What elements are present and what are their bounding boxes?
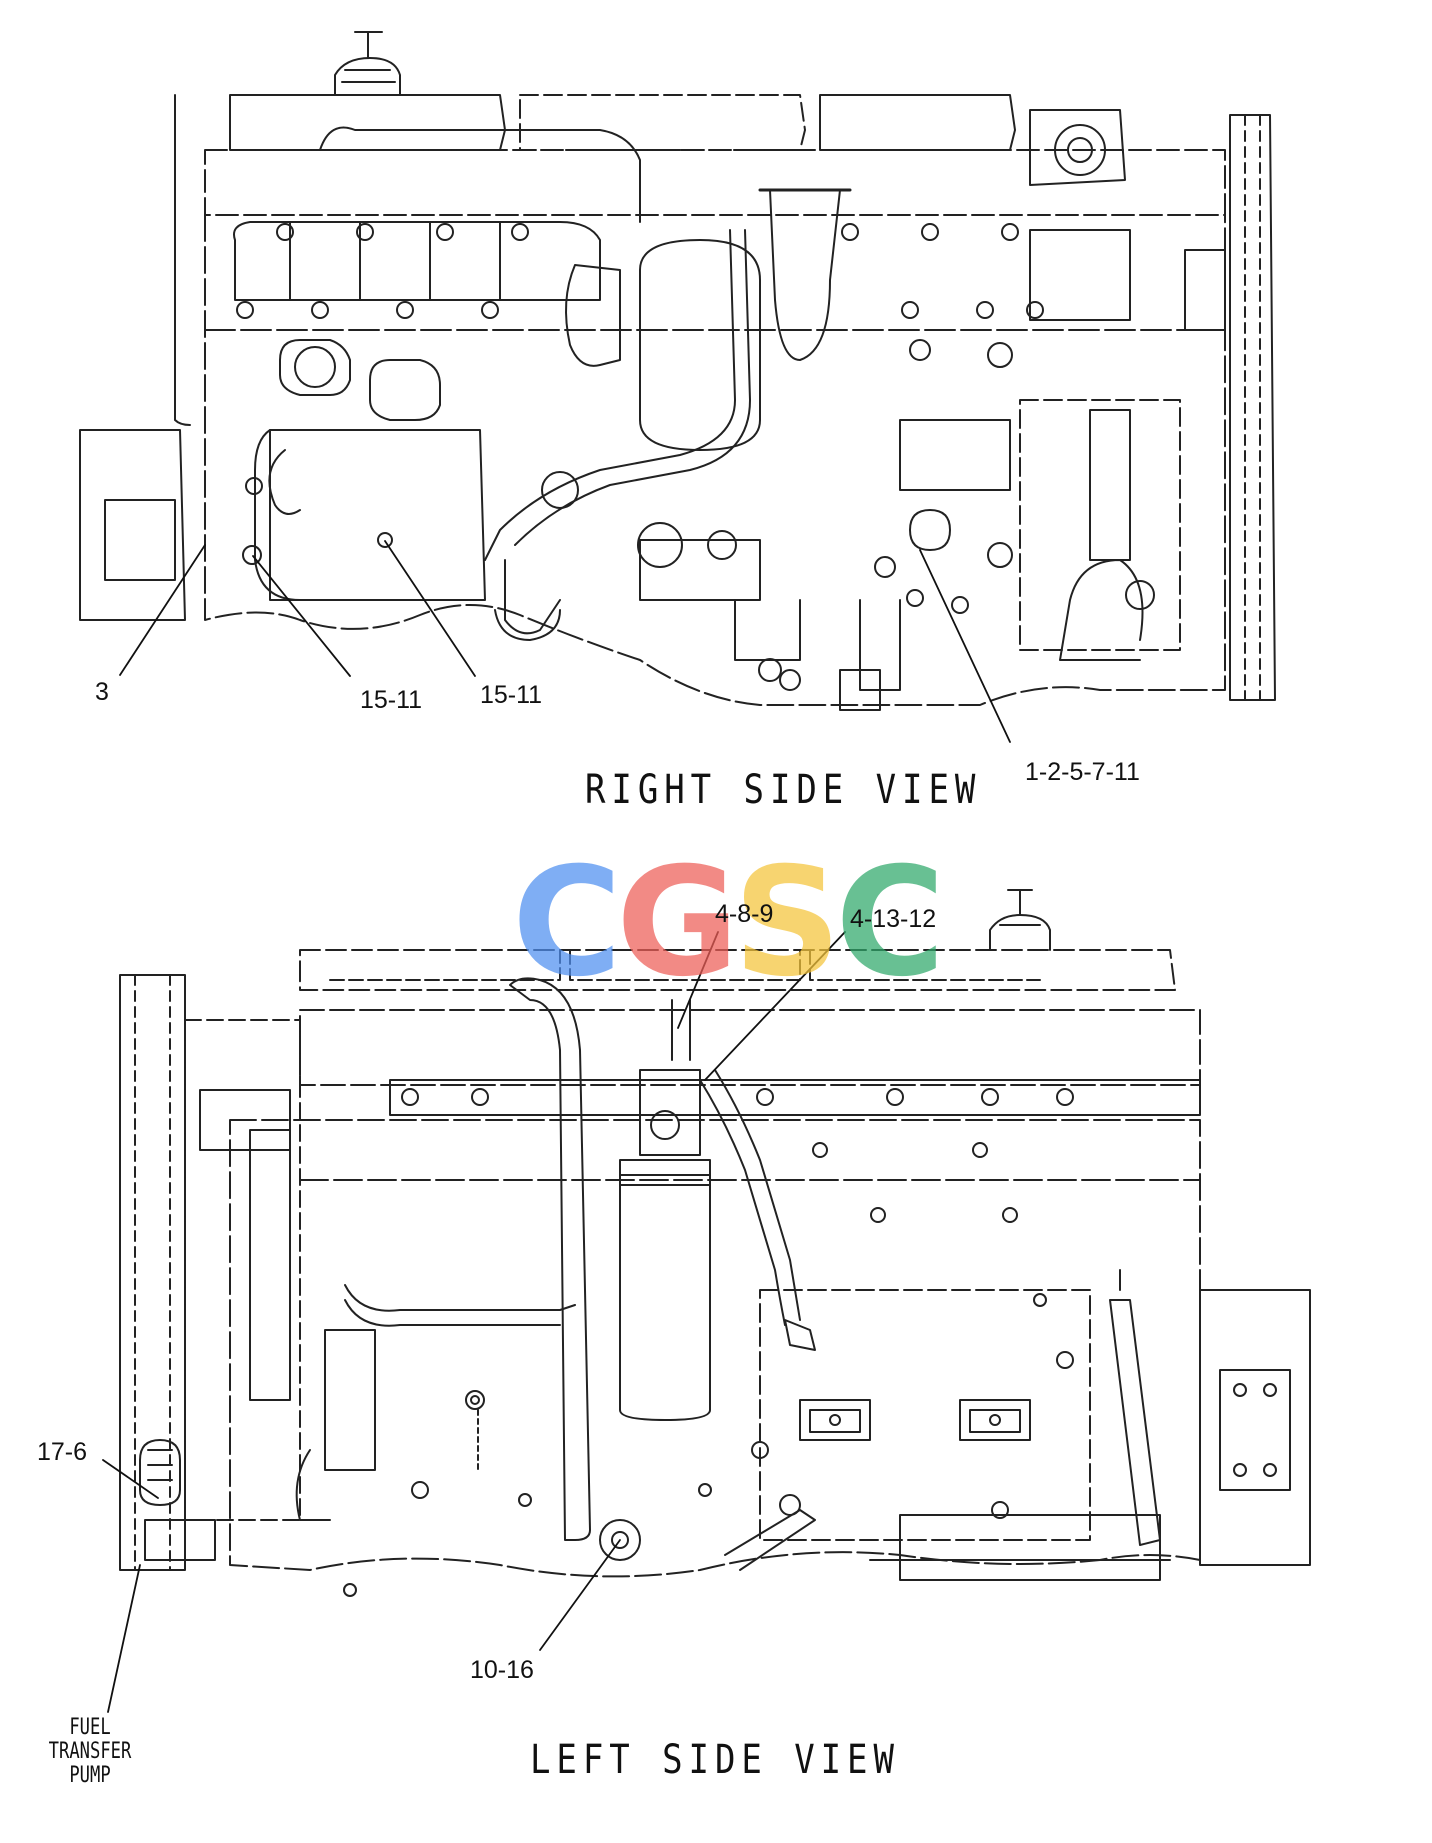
callout-4-13-12: 4-13-12: [850, 905, 937, 933]
left-side-view-engine: [119, 889, 1311, 1597]
callout-15-11-a: 15-11: [360, 686, 423, 714]
right-view-leader-lines: [119, 540, 1011, 743]
callout-10-16: 10-16: [470, 1656, 534, 1684]
callout-1-2-5-7-11: 1-2-5-7-11: [1025, 758, 1140, 786]
right-side-view-title: RIGHT SIDE VIEW: [585, 767, 982, 813]
callout-17-6: 17-6: [37, 1438, 88, 1466]
note-line: FUEL: [69, 1715, 111, 1740]
callout-3: 3: [95, 678, 109, 706]
left-side-view-title: LEFT SIDE VIEW: [530, 1737, 900, 1783]
callout-4-8-9: 4-8-9: [715, 900, 774, 928]
right-side-view-engine: [79, 31, 1276, 711]
watermark-letter: G: [616, 836, 739, 1010]
watermark-logo: CGSC: [512, 836, 945, 1010]
watermark-letter: C: [512, 836, 622, 1010]
watermark-letter: C: [835, 836, 945, 1010]
note-line: PUMP: [69, 1763, 111, 1788]
watermark-letter: S: [733, 836, 841, 1010]
callout-15-11-b: 15-11: [480, 681, 543, 709]
left-view-leader-lines: [102, 931, 846, 1713]
fuel-transfer-pump-note: FUEL TRANSFER PUMP: [28, 1716, 153, 1788]
note-line: TRANSFER: [48, 1739, 132, 1764]
